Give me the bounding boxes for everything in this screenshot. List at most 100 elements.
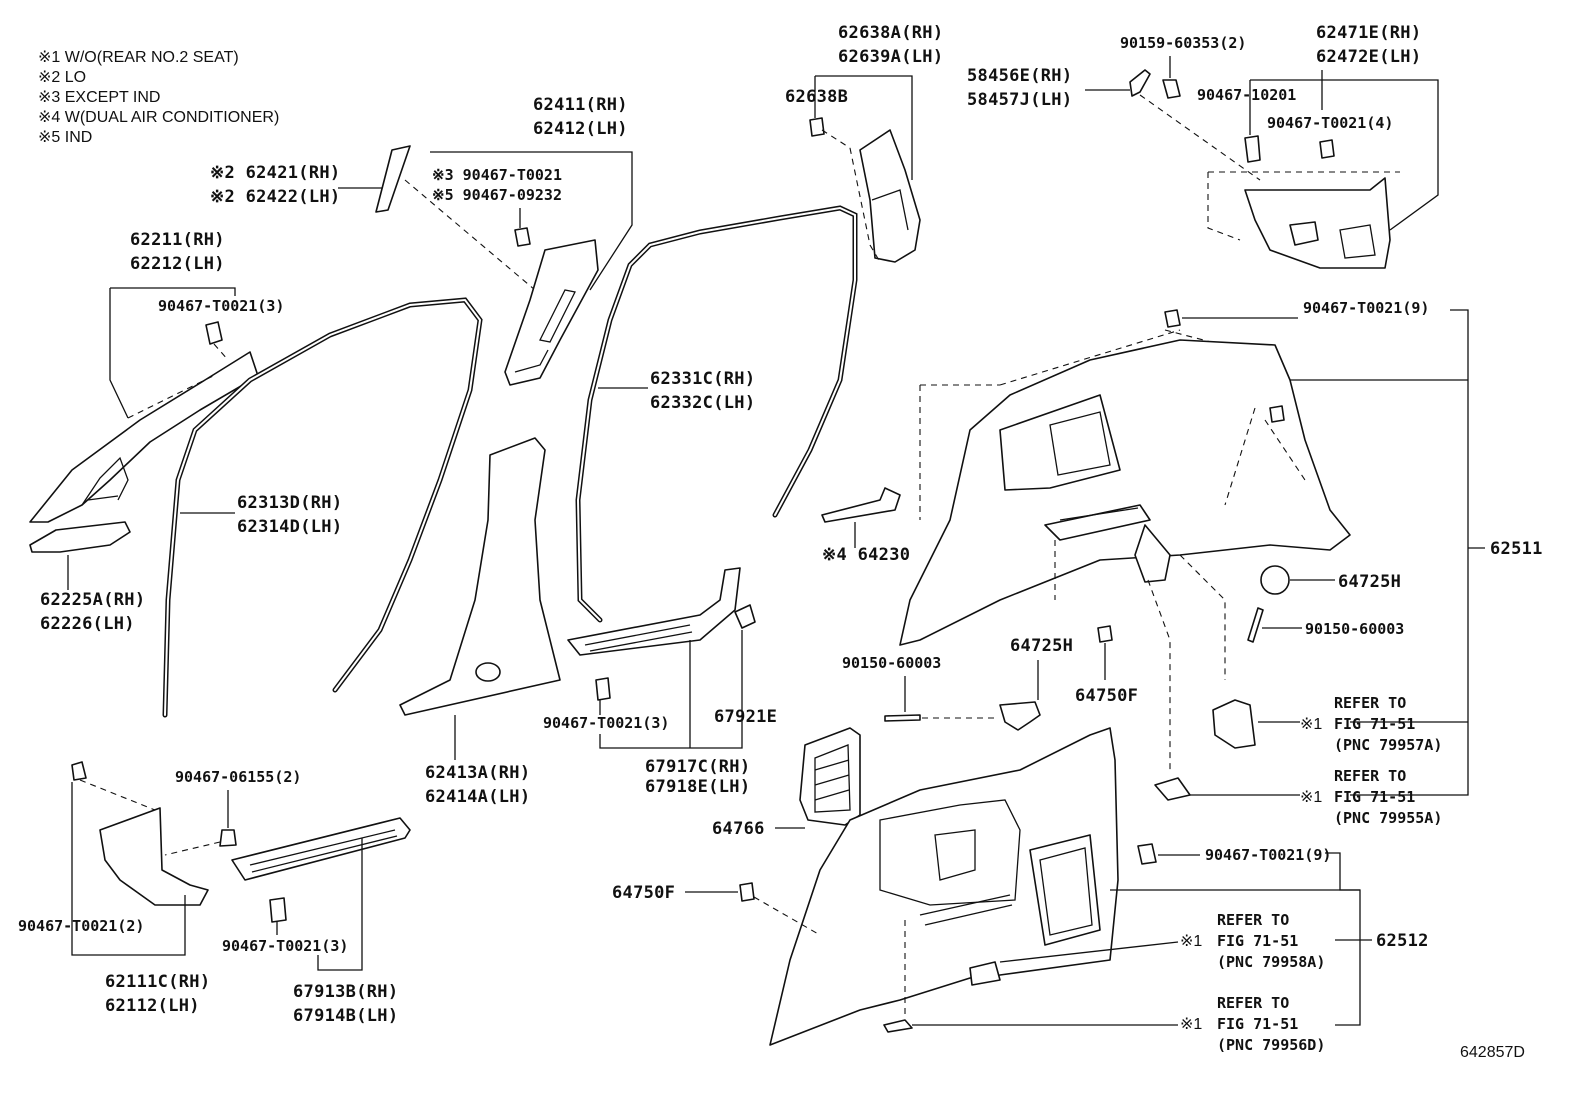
clip-90467-10201 <box>1244 135 1261 163</box>
label-64725h-b[interactable]: 64725H <box>1010 636 1073 656</box>
label-62225a[interactable]: 62225A(RH) <box>40 590 145 610</box>
label-62414a[interactable]: 62414A(LH) <box>425 787 530 807</box>
label-64750f-a[interactable]: 64750F <box>1075 686 1138 706</box>
label-67921e[interactable]: 67921E <box>714 707 777 727</box>
rear-door-weatherstrip: 62331C(RH) 62332C(LH) <box>575 205 858 623</box>
label-90467-09232[interactable]: ※5 90467-09232 <box>432 186 562 204</box>
clip-67921e <box>734 604 756 629</box>
refer-2-line2[interactable]: FIG 71-51 <box>1334 788 1415 806</box>
label-90467-t0021-9b[interactable]: 90467-T0021(9) <box>1205 846 1331 864</box>
label-62313d[interactable]: 62313D(RH) <box>237 493 342 513</box>
refer-3-line3[interactable]: (PNC 79958A) <box>1217 953 1325 971</box>
ref-part-79957a <box>1212 699 1256 749</box>
label-62211[interactable]: 62211(RH) <box>130 230 225 250</box>
clip-90467-t0021-2 <box>71 761 87 781</box>
label-67918e[interactable]: 67918E(LH) <box>645 777 750 797</box>
label-62638b[interactable]: 62638B <box>785 87 848 107</box>
label-62511[interactable]: 62511 <box>1490 539 1543 559</box>
clip-90467-t0021-3c <box>269 897 287 923</box>
note-1: ※1 W/O(REAR NO.2 SEAT) <box>38 49 239 66</box>
clip-90467-06155 <box>219 829 237 847</box>
label-62111c[interactable]: 62111C(RH) <box>105 972 210 992</box>
upper-back-panel-group: 62471E(RH) 62472E(LH) 90467-10201 90467-… <box>1197 23 1439 269</box>
label-90467-10201[interactable]: 90467-10201 <box>1197 86 1296 104</box>
refer-block-3: REFER TO ※1 FIG 71-51 (PNC 79958A) <box>1180 911 1325 971</box>
label-62512[interactable]: 62512 <box>1376 931 1429 951</box>
bracket-group: 58456E(RH) 58457J(LH) 90159-60353(2) <box>967 34 1261 181</box>
label-64725h-a[interactable]: 64725H <box>1338 572 1401 592</box>
label-67917c[interactable]: 67917C(RH) <box>645 757 750 777</box>
plug-64725h <box>1260 565 1290 595</box>
label-62331c[interactable]: 62331C(RH) <box>650 369 755 389</box>
label-90467-t0021-2[interactable]: 90467-T0021(2) <box>18 917 144 935</box>
refer-3-line2[interactable]: FIG 71-51 <box>1217 932 1298 950</box>
clip-90467-t0021 <box>205 321 223 345</box>
label-62413a[interactable]: 62413A(RH) <box>425 763 530 783</box>
quarter-trim-panel-62512 <box>769 727 1119 1046</box>
b-pillar-lower-group: 62413A(RH) 62414A(LH) <box>399 437 561 807</box>
label-90467-t0021-4[interactable]: 90467-T0021(4) <box>1267 114 1393 132</box>
label-58457j[interactable]: 58457J(LH) <box>967 90 1072 110</box>
screw-90150-60003-a <box>1247 607 1264 643</box>
label-62471e[interactable]: 62471E(RH) <box>1316 23 1421 43</box>
label-67913b[interactable]: 67913B(RH) <box>293 982 398 1002</box>
label-62411[interactable]: 62411(RH) <box>533 95 628 115</box>
label-58456e[interactable]: 58456E(RH) <box>967 66 1072 86</box>
label-90467-t0021-3b[interactable]: 90467-T0021(3) <box>543 714 669 732</box>
quarter-pillar-62638a <box>859 129 921 263</box>
upper-back-panel-62471e <box>1244 177 1391 269</box>
grille-64766 <box>799 727 861 826</box>
refer-block-1: REFER TO ※1 FIG 71-51 (PNC 79957A) <box>1300 694 1442 754</box>
label-90150-60003-b[interactable]: 90150-60003 <box>842 654 941 672</box>
label-62112[interactable]: 62112(LH) <box>105 996 200 1016</box>
front-pillar-group: 62211(RH) 62212(LH) 90467-T0021(3) 62225… <box>29 230 284 634</box>
label-62422[interactable]: ※2 62422(LH) <box>210 187 340 207</box>
front-door-weatherstrip: 62313D(RH) 62314D(LH) <box>162 297 483 718</box>
label-67914b[interactable]: 67914B(LH) <box>293 1006 398 1026</box>
clip-90467-t0021-3b <box>595 677 611 701</box>
refer-1-line3[interactable]: (PNC 79957A) <box>1334 736 1442 754</box>
refer-2-mark: ※1 <box>1300 789 1322 806</box>
label-90467-t0021-9a[interactable]: 90467-T0021(9) <box>1303 299 1429 317</box>
refer-3-line1[interactable]: REFER TO <box>1217 911 1289 929</box>
label-62212[interactable]: 62212(LH) <box>130 254 225 274</box>
ref-part-79956d <box>883 1019 913 1033</box>
label-90150-60003-a[interactable]: 90150-60003 <box>1305 620 1404 638</box>
refer-4-line2[interactable]: FIG 71-51 <box>1217 1015 1298 1033</box>
label-90159-60353[interactable]: 90159-60353(2) <box>1120 34 1246 52</box>
label-90467-t0021-3a[interactable]: 90467-T0021(3) <box>158 297 284 315</box>
cowl-side-trim-62111c <box>99 807 209 906</box>
refer-4-mark: ※1 <box>1180 1016 1202 1033</box>
label-62421[interactable]: ※2 62421(RH) <box>210 163 340 183</box>
refer-4-line3[interactable]: (PNC 79956D) <box>1217 1036 1325 1054</box>
label-90467-06155[interactable]: 90467-06155(2) <box>175 768 301 786</box>
label-62412[interactable]: 62412(LH) <box>533 119 628 139</box>
refer-2-line1[interactable]: REFER TO <box>1334 767 1406 785</box>
clip-90467-t0021-4 <box>1319 139 1335 159</box>
refer-4-line1[interactable]: REFER TO <box>1217 994 1289 1012</box>
label-62332c[interactable]: 62332C(LH) <box>650 393 755 413</box>
label-62638a[interactable]: 62638A(RH) <box>838 23 943 43</box>
b-pillar-lower-62413a <box>399 437 561 716</box>
label-62226[interactable]: 62226(LH) <box>40 614 135 634</box>
label-90467-t0021-3c[interactable]: 90467-T0021(3) <box>222 937 348 955</box>
scuff-plate-67917c <box>567 567 741 656</box>
garnish-62225a <box>29 521 131 553</box>
label-64750f-b[interactable]: 64750F <box>612 883 675 903</box>
scuff-plate-67913b-group: 90467-T0021(3) 67913B(RH) 67914B(LH) <box>222 817 411 1026</box>
label-64230[interactable]: ※4 64230 <box>822 545 910 565</box>
refer-2-line3[interactable]: (PNC 79955A) <box>1334 809 1442 827</box>
quarter-trim-62511-group: 90467-T0021(9) 62511 ※4 64230 64725H 901… <box>821 299 1543 801</box>
label-62314d[interactable]: 62314D(LH) <box>237 517 342 537</box>
refer-1-line1[interactable]: REFER TO <box>1334 694 1406 712</box>
note-2: ※2 LO <box>38 69 86 86</box>
duct-64230 <box>821 487 901 523</box>
label-62639a[interactable]: 62639A(LH) <box>838 47 943 67</box>
clip-90467-t0021-9b <box>1137 843 1157 865</box>
label-64766[interactable]: 64766 <box>712 819 765 839</box>
label-90467-t0021-a[interactable]: ※3 90467-T0021 <box>432 166 562 184</box>
label-62472e[interactable]: 62472E(LH) <box>1316 47 1421 67</box>
refer-1-line2[interactable]: FIG 71-51 <box>1334 715 1415 733</box>
